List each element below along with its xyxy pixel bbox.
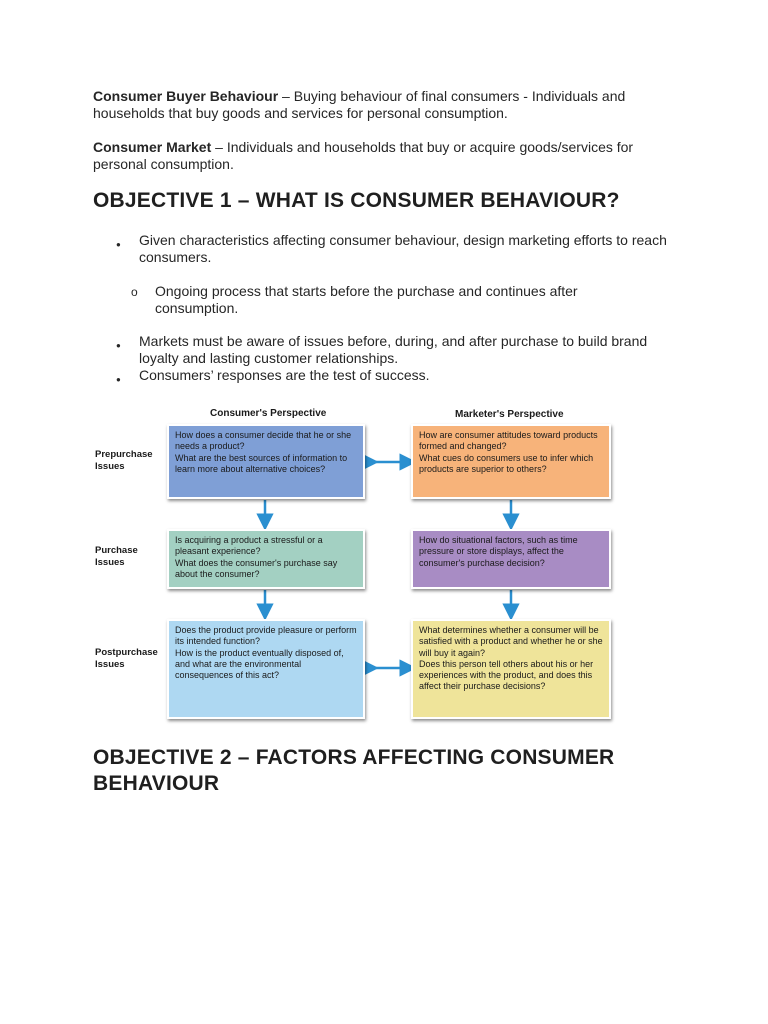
objective-2-heading: OBJECTIVE 2 – FACTORS AFFECTING CONSUMER…	[93, 746, 615, 795]
purchase-marketer-box: How do situational factors, such as time…	[411, 529, 611, 589]
purchase-consumer-box: Is acquiring a product a stressful or a …	[167, 529, 365, 589]
consumer-perspective-header: Consumer's Perspective	[210, 408, 327, 419]
consumer-behaviour-diagram: Consumer's Perspective Marketer's Perspe…	[90, 400, 620, 730]
list-item-text: Markets must be aware of issues before, …	[139, 333, 648, 366]
bullet-icon: ●	[116, 240, 121, 249]
marketer-perspective-header: Marketer's Perspective	[455, 409, 564, 420]
definition-term: Consumer Buyer Behaviour	[93, 88, 279, 104]
sub-bullet-icon: o	[131, 285, 138, 299]
list-item-text: Given characteristics affecting consumer…	[139, 232, 667, 265]
definition-text: – Buying behaviour of final consumers - …	[93, 88, 626, 121]
definition-consumer-buyer-behaviour: Consumer Buyer Behaviour – Buying behavi…	[93, 88, 683, 122]
definition-text: – Individuals and households that buy or…	[93, 139, 634, 172]
diagram-arrows	[256, 453, 520, 677]
definition-term: Consumer Market	[93, 139, 212, 155]
row-label-postpurchase: Postpurchase Issues	[95, 647, 158, 670]
row-label-prepurchase: Prepurchase Issues	[95, 449, 153, 472]
list-item: ● Given characteristics affecting consum…	[116, 232, 676, 266]
definition-consumer-market: Consumer Market – Individuals and househ…	[93, 139, 683, 173]
prepurchase-marketer-box: How are consumer attitudes toward produc…	[411, 424, 611, 499]
postpurchase-marketer-box: What determines whether a consumer will …	[411, 619, 611, 719]
list-item: ● Markets must be aware of issues before…	[116, 333, 676, 367]
list-item-text: Consumers’ responses are the test of suc…	[139, 367, 430, 383]
list-item: ● Consumers’ responses are the test of s…	[116, 367, 676, 384]
row-label-purchase: Purchase Issues	[95, 545, 138, 568]
sub-list-item: o Ongoing process that starts before the…	[131, 283, 676, 317]
prepurchase-consumer-box: How does a consumer decide that he or sh…	[167, 424, 365, 499]
objective-1-heading: OBJECTIVE 1 – WHAT IS CONSUMER BEHAVIOUR…	[93, 189, 620, 212]
bullet-icon: ●	[116, 341, 121, 350]
postpurchase-consumer-box: Does the product provide pleasure or per…	[167, 619, 365, 719]
list-item-text: Ongoing process that starts before the p…	[155, 283, 578, 316]
bullet-icon: ●	[116, 375, 121, 384]
